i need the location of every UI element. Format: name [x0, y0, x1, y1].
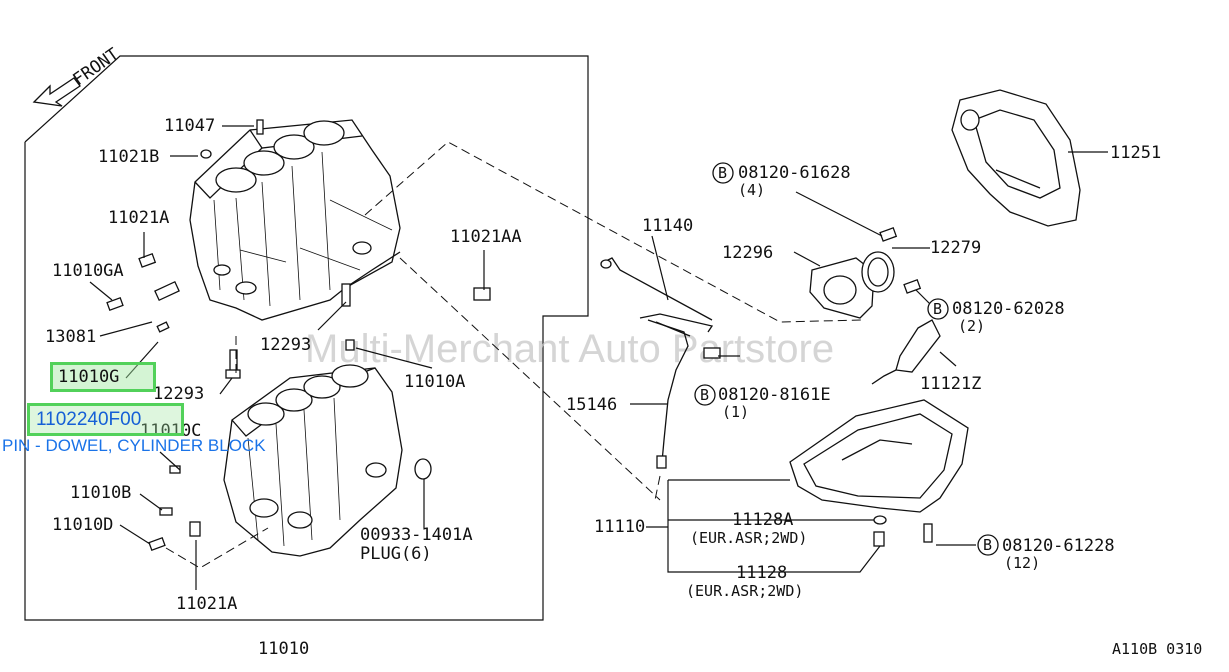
section-frame	[24, 55, 589, 621]
front-label: FRONT	[69, 44, 122, 90]
label-11010D[interactable]: 11010D	[52, 515, 113, 535]
label-11010GA[interactable]: 11010GA	[52, 261, 124, 281]
leader-lines	[89, 125, 1108, 590]
label-11010B[interactable]: 11010B	[70, 483, 131, 503]
bolt-marker-b3: B	[700, 386, 709, 404]
label-12296[interactable]: 12296	[722, 243, 773, 263]
label-11021A-upper[interactable]: 11021A	[108, 208, 169, 228]
label-11110[interactable]: 11110	[594, 517, 645, 537]
front-arrow-icon	[32, 77, 81, 107]
bolt-marker-icons	[694, 162, 999, 556]
label-bolt-08120-62028-qty: (2)	[958, 317, 985, 335]
label-11010[interactable]: 11010	[258, 639, 309, 659]
label-12293-a[interactable]: 12293	[260, 335, 311, 355]
label-11121Z[interactable]: 11121Z	[920, 374, 981, 394]
lower-cylinder-block-drawing	[223, 364, 403, 557]
fastener-drawings	[106, 119, 491, 551]
selected-part-label-box[interactable]: 11010G	[50, 362, 156, 392]
bolt-marker-b1: B	[718, 164, 727, 182]
label-12293-b[interactable]: 12293	[153, 384, 204, 404]
rear-plate-drawing	[951, 89, 1081, 227]
oil-strainer-drawing	[871, 319, 941, 385]
label-bolt-08120-62028[interactable]: 08120-62028	[952, 299, 1065, 319]
label-bolt-08120-8161E[interactable]: 08120-8161E	[718, 385, 831, 405]
selected-part-description[interactable]: PIN - DOWEL, CYLINDER BLOCK	[2, 436, 266, 455]
label-bolt-08120-61628-qty: (4)	[738, 181, 765, 199]
assembly-dashed-lines	[165, 141, 863, 569]
bolt-marker-b4: B	[983, 536, 992, 554]
oil-pan-drawing	[789, 399, 969, 547]
label-13081[interactable]: 13081	[45, 327, 96, 347]
label-bolt-08120-61228-qty: (12)	[1004, 554, 1040, 572]
label-11128-note: (EUR.ASR;2WD)	[686, 582, 803, 600]
upper-cylinder-block-drawing	[189, 119, 401, 321]
label-bolt-08120-61628[interactable]: 08120-61628	[738, 163, 851, 183]
label-11047[interactable]: 11047	[164, 116, 215, 136]
rear-seal-housing-drawing	[809, 227, 922, 319]
label-bolt-08120-61228[interactable]: 08120-61228	[1002, 536, 1115, 556]
label-11140[interactable]: 11140	[642, 216, 693, 236]
label-11021A-lower[interactable]: 11021A	[176, 594, 237, 614]
label-12279[interactable]: 12279	[930, 238, 981, 258]
label-11021B[interactable]: 11021B	[98, 147, 159, 167]
watermark-text: Multi-Merchant Auto Partstore	[305, 327, 834, 371]
label-11021AA[interactable]: 11021AA	[450, 227, 522, 247]
label-11251[interactable]: 11251	[1110, 143, 1161, 163]
label-15146[interactable]: 15146	[566, 395, 617, 415]
label-11128A[interactable]: 11128A	[732, 510, 793, 530]
diagram-code: A110B 0310	[1112, 640, 1202, 658]
label-00933-1401A[interactable]: 00933-1401A	[360, 525, 473, 545]
selected-part-number-link[interactable]: 1102240F00	[27, 403, 184, 436]
label-11128A-note: (EUR.ASR;2WD)	[690, 529, 807, 547]
dipstick-drawing	[600, 257, 721, 469]
label-bolt-08120-8161E-qty: (1)	[722, 403, 749, 421]
label-plug-qty: PLUG(6)	[360, 544, 432, 564]
label-11010C[interactable]: 11010C	[140, 421, 201, 441]
label-11128[interactable]: 11128	[736, 563, 787, 583]
label-11010A[interactable]: 11010A	[404, 372, 465, 392]
bolt-marker-b2: B	[933, 300, 942, 318]
